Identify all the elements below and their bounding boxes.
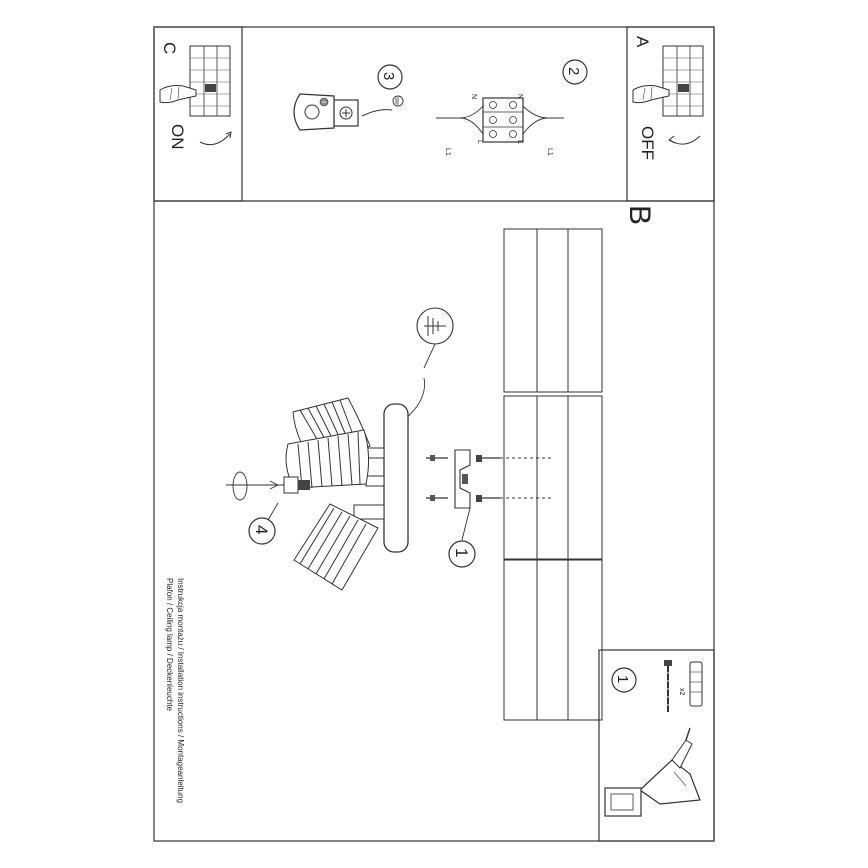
svg-text:1: 1	[452, 548, 471, 557]
label-l1-top: L1	[444, 148, 451, 156]
cable-left	[436, 105, 484, 135]
page-frame	[153, 26, 715, 842]
panel-a-letter: A	[633, 36, 652, 48]
lamp-canopy	[383, 403, 409, 553]
step-1-badge	[448, 540, 476, 568]
screw-icon	[476, 455, 500, 502]
step-3-badge	[377, 64, 403, 90]
label-n-bottom: N	[516, 94, 523, 99]
switch-panel-icon	[662, 45, 704, 117]
step-2-badge	[562, 59, 588, 85]
panel-c-state: ON	[168, 124, 187, 150]
ceiling-planks	[503, 228, 603, 721]
label-l-bottom: L	[516, 140, 523, 144]
step-2-wiring: 2 N N L L L1 L1	[436, 59, 588, 156]
lamp-arms	[353, 447, 385, 520]
terminal-block-icon	[482, 97, 524, 143]
mounting-bracket	[454, 449, 471, 509]
hand-icon	[159, 85, 197, 104]
drill-holes	[500, 457, 552, 499]
hardware-quantity: x2	[678, 688, 685, 696]
caption-line-2: Plafon / Ceiling lamp / Deckenleuchte	[165, 578, 174, 712]
step-4-badge	[248, 517, 276, 545]
panel-c: C ON	[153, 26, 243, 202]
svg-text:2: 2	[565, 67, 582, 75]
spotlight-2	[285, 429, 370, 489]
screw-icon	[664, 660, 672, 712]
svg-text:3: 3	[380, 72, 397, 80]
earth-terminal-icon	[333, 99, 359, 127]
svg-text:4: 4	[252, 525, 271, 534]
rotate-arrow-icon	[199, 133, 231, 146]
wall-plug-icon	[689, 661, 703, 707]
ring-lug-icon	[293, 93, 335, 131]
panel-b-letter: B	[623, 205, 656, 225]
cable-right	[522, 105, 564, 135]
label-n-top: N	[470, 94, 477, 99]
panel-a-state: OFF	[638, 126, 657, 160]
caption-line-1: Instrukcja montażu / Installation instru…	[176, 578, 185, 803]
tools-panel: 1 x2	[598, 649, 715, 842]
label-l-top: L	[476, 140, 483, 144]
drill-icon	[604, 727, 701, 817]
step-3-earth-connection: 3	[293, 64, 404, 131]
svg-text:1: 1	[614, 675, 631, 683]
screw-icon	[426, 455, 448, 501]
label-l1-bottom: L1	[546, 148, 553, 156]
step-1-box-badge	[611, 667, 637, 693]
panel-c-letter: C	[160, 42, 179, 54]
ground-symbol-icon	[416, 307, 454, 369]
rotation-arrow-icon	[232, 471, 248, 501]
switch-panel-icon	[189, 45, 231, 117]
hand-icon	[632, 85, 670, 104]
panel-a: A OFF	[626, 26, 715, 202]
spotlight-3	[293, 503, 379, 591]
